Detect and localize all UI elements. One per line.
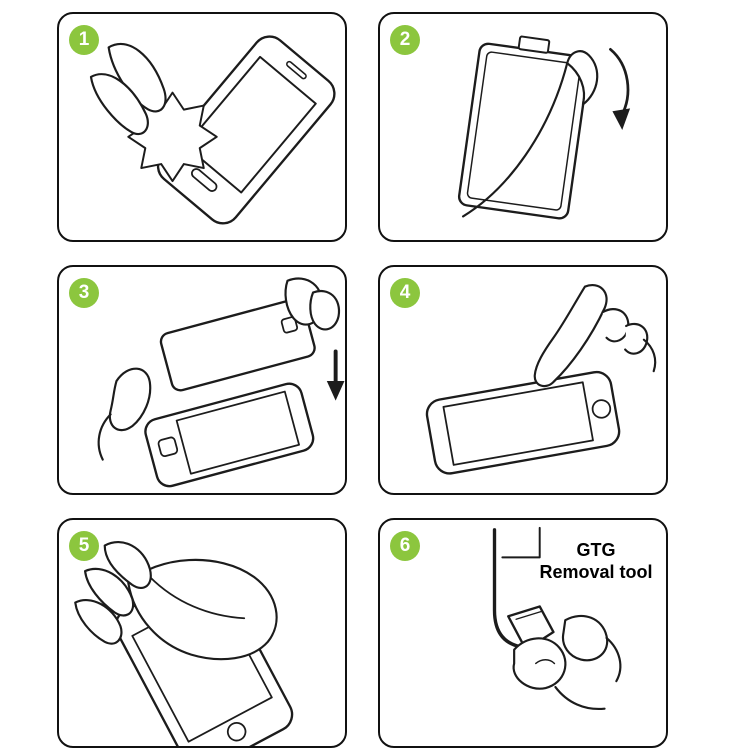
step-number: 4 bbox=[399, 282, 411, 303]
phone bbox=[425, 370, 621, 475]
down-arrow-icon bbox=[326, 349, 345, 401]
thumb bbox=[74, 599, 123, 645]
step-panel-6: 6 GTG Removal tool bbox=[378, 518, 668, 748]
removal-tool-label-line2: Removal tool bbox=[539, 561, 653, 582]
finger bbox=[561, 614, 609, 662]
thumb-nail-line bbox=[535, 659, 556, 665]
step-panel-1: 1 bbox=[57, 12, 347, 242]
protective-film-sheet bbox=[457, 35, 590, 220]
thumb bbox=[512, 637, 567, 690]
cloth-fold-line bbox=[149, 576, 246, 620]
index-finger bbox=[533, 284, 608, 388]
step-panel-3: 3 bbox=[57, 265, 347, 495]
film-curl bbox=[566, 50, 599, 106]
clean-screen-illustration bbox=[89, 35, 336, 225]
hand-line bbox=[554, 685, 606, 711]
peel-film-illustration bbox=[457, 35, 631, 220]
knuckle bbox=[601, 308, 630, 343]
removal-tool-label-line1: GTG bbox=[576, 540, 616, 560]
finger bbox=[89, 73, 149, 136]
step-number: 1 bbox=[78, 29, 90, 50]
tempered-glass bbox=[159, 298, 316, 392]
tool-edge-line bbox=[515, 610, 543, 620]
finger bbox=[83, 567, 135, 617]
hand-line bbox=[605, 636, 622, 683]
cleaning-cloth bbox=[127, 91, 218, 183]
step-number-badge: 1 bbox=[69, 25, 99, 55]
hand-line bbox=[97, 413, 112, 461]
thumb bbox=[108, 367, 152, 432]
phone bbox=[144, 382, 315, 488]
removal-tool-label: GTG Removal tool bbox=[530, 540, 662, 583]
step-panel-4: 4 bbox=[378, 265, 668, 495]
align-glass-illustration bbox=[97, 277, 345, 488]
step-number: 2 bbox=[399, 29, 411, 50]
press-screen-illustration bbox=[425, 284, 657, 475]
step-number-badge: 3 bbox=[69, 278, 99, 308]
curved-arrow-icon bbox=[609, 47, 631, 130]
step-number-badge: 6 bbox=[390, 531, 420, 561]
finger bbox=[103, 540, 152, 589]
phone bbox=[156, 35, 336, 225]
step-number: 6 bbox=[399, 535, 411, 556]
step-number: 3 bbox=[78, 282, 90, 303]
label-leader-line bbox=[501, 526, 541, 559]
step-number-badge: 2 bbox=[390, 25, 420, 55]
step-number-badge: 4 bbox=[390, 278, 420, 308]
smooth-film-illustration bbox=[74, 540, 294, 746]
hand-line bbox=[642, 338, 657, 373]
step-panel-2: 2 bbox=[378, 12, 668, 242]
step-panel-5: 5 bbox=[57, 518, 347, 748]
removal-tool-illustration bbox=[492, 526, 622, 711]
step-number: 5 bbox=[78, 535, 90, 556]
step-number-badge: 5 bbox=[69, 531, 99, 561]
finger bbox=[309, 290, 341, 331]
peel-fold-line bbox=[461, 62, 569, 218]
